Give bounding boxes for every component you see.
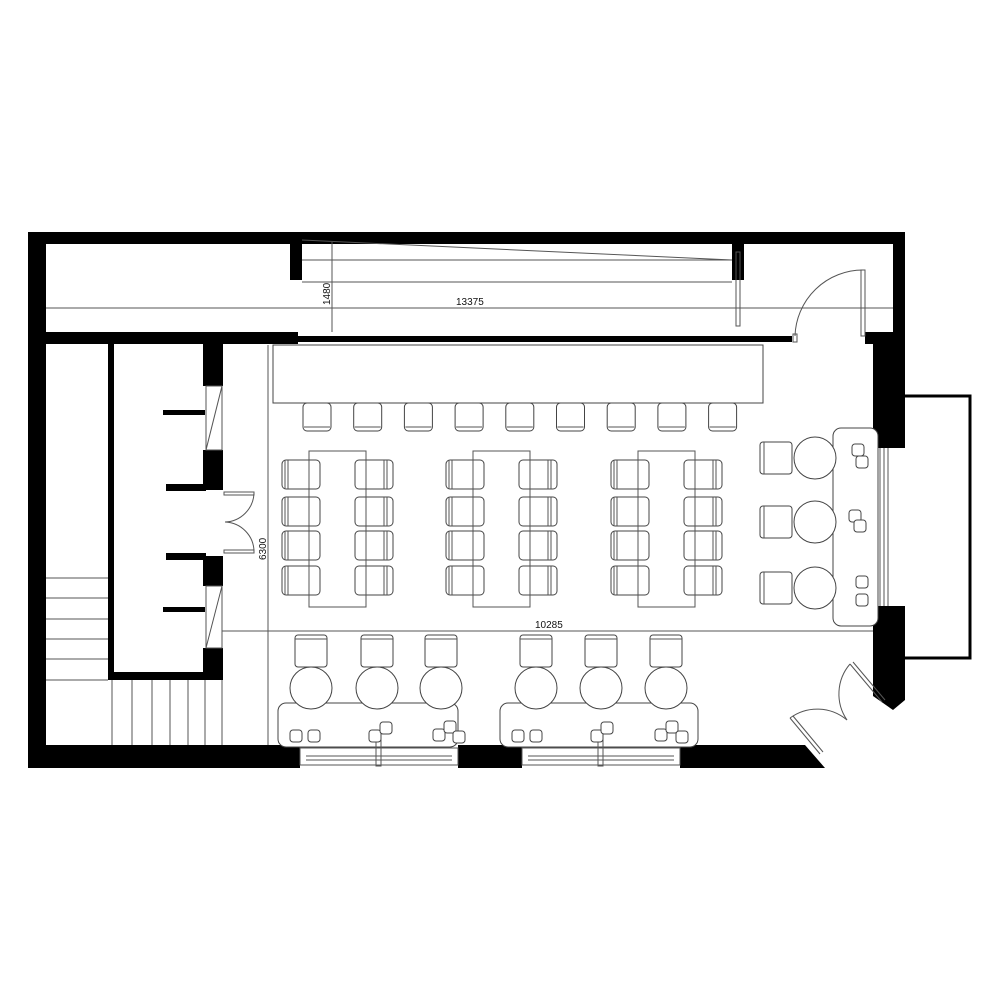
lounge-set-icon — [579, 634, 623, 710]
bar-stool-icon — [657, 402, 687, 432]
cushion-icon — [600, 721, 614, 735]
lounge-right — [759, 427, 879, 627]
restroom-double-door-icon[interactable] — [223, 491, 255, 554]
vestibule — [879, 394, 972, 660]
cushion-icon — [511, 729, 525, 743]
entrance-double-door-icon[interactable] — [789, 661, 886, 755]
lounge-set-icon — [644, 634, 688, 710]
stairs — [46, 577, 223, 745]
corridor-wall — [28, 244, 905, 344]
bar-stools — [302, 402, 738, 432]
dining-table-icon — [610, 450, 723, 608]
lounge-set-icon — [289, 634, 333, 710]
cushion-icon — [307, 729, 321, 743]
bar-stool-icon — [505, 402, 535, 432]
cushion-icon — [654, 728, 668, 742]
cushion-icon — [443, 720, 457, 734]
lounge-set-icon — [759, 566, 837, 610]
bar-stool-icon — [353, 402, 383, 432]
corridor-glazing — [301, 239, 741, 327]
cushion-icon — [853, 519, 867, 533]
bar-stool-icon — [403, 402, 433, 432]
cushion-icon — [452, 730, 466, 744]
bar-stool-icon — [302, 402, 332, 432]
lounge-bottom — [277, 634, 699, 767]
dining-table-icon — [281, 450, 394, 608]
cushion-icon — [675, 730, 689, 744]
lounge-set-icon — [419, 634, 463, 710]
outer-walls — [28, 232, 905, 768]
lounge-set-icon — [759, 500, 837, 544]
cushion-icon — [529, 729, 543, 743]
bar-stool-icon — [708, 402, 738, 432]
cushion-icon — [855, 455, 869, 469]
cushion-icon — [368, 729, 382, 743]
lounge-set-icon — [514, 634, 558, 710]
bar-stool-icon — [454, 402, 484, 432]
cushion-icon — [379, 721, 393, 735]
dimension-lines — [46, 242, 893, 745]
cushion-icon — [590, 729, 604, 743]
cushion-icon — [855, 593, 869, 607]
cushion-icon — [665, 720, 679, 734]
cushion-icon — [432, 728, 446, 742]
bar-stool-icon — [556, 402, 585, 432]
lounge-set-icon — [759, 436, 837, 480]
cushion-icon — [289, 729, 303, 743]
dining-table-icon — [445, 450, 558, 608]
bar-stool-icon — [606, 402, 636, 432]
cushion-icon — [851, 443, 865, 457]
dining-tables — [281, 450, 723, 608]
cushion-icon — [855, 575, 869, 589]
bar-counter — [272, 344, 764, 404]
restroom-block — [108, 344, 223, 680]
corridor-door-icon[interactable] — [792, 269, 866, 343]
lounge-set-icon — [355, 634, 399, 710]
